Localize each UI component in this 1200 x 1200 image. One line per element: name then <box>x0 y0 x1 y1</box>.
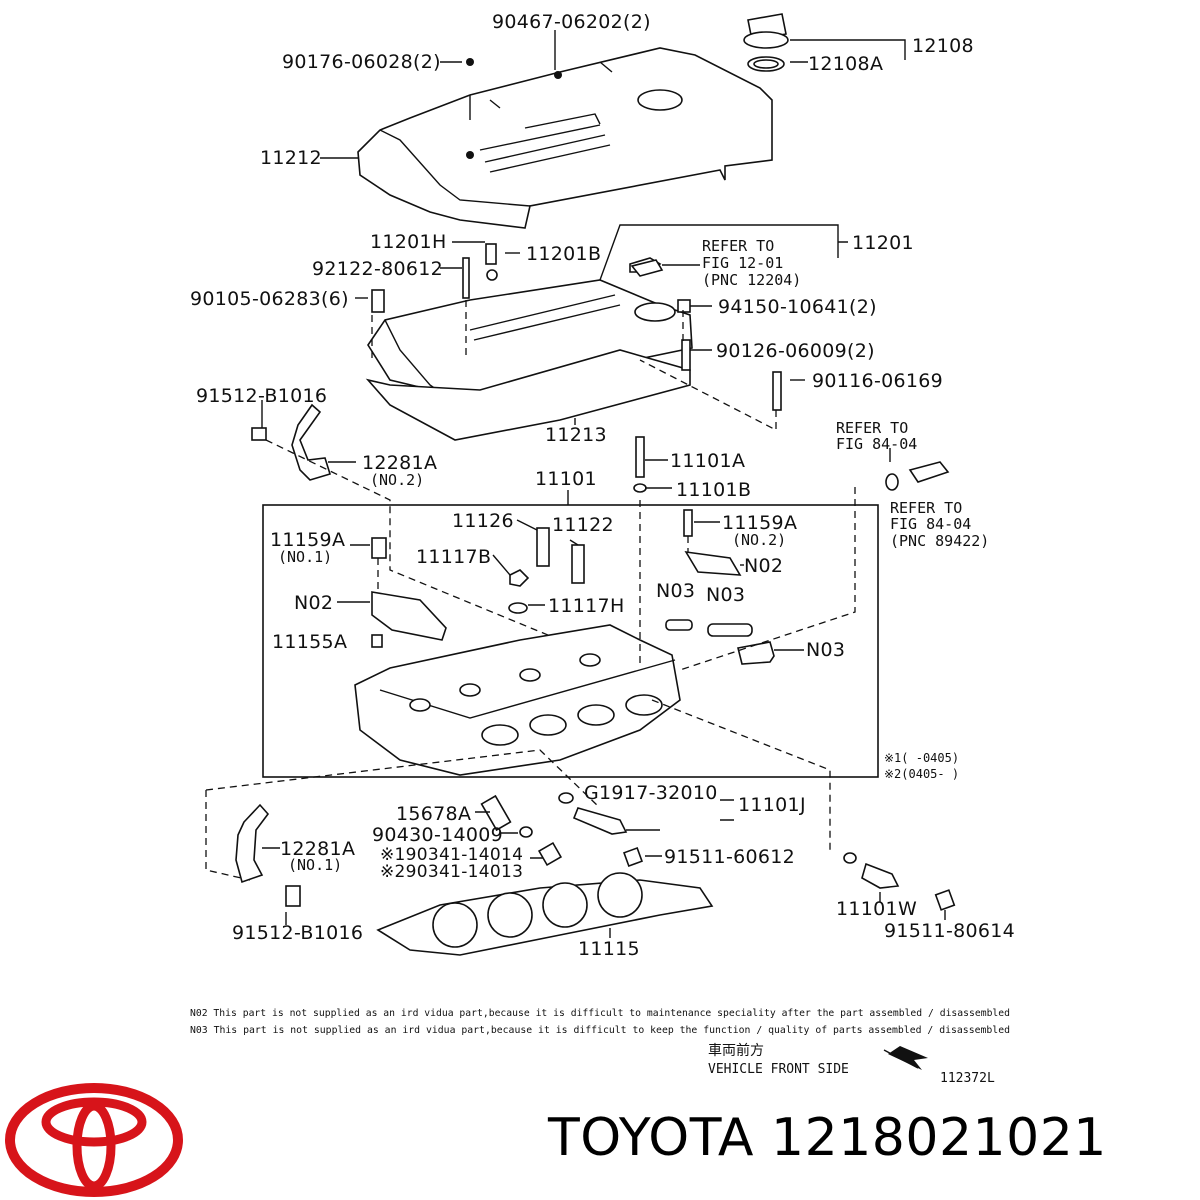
callout-11117B: 11117B <box>416 546 491 568</box>
callout-n03-b: N03 <box>706 584 745 606</box>
callout-12108A: 12108A <box>808 53 883 75</box>
callout-15678A: 15678A <box>396 803 471 825</box>
callout-11122: 11122 <box>552 514 614 536</box>
callout-11101: 11101 <box>535 468 597 490</box>
callout-n03-c: N03 <box>806 639 845 661</box>
callout-11212: 11212 <box>260 147 322 169</box>
callout-12281A-no1: 12281A <box>280 838 355 860</box>
brand-name: TOYOTA <box>548 1108 754 1168</box>
cylinder-head-cover <box>365 279 693 441</box>
callout-11201: 11201 <box>852 232 914 254</box>
callout-11101A: 11101A <box>670 450 745 472</box>
callout-11159A-no1-qual: (NO.1) <box>278 548 332 566</box>
toyota-logo <box>5 1083 183 1197</box>
refer-fig-84-04-a-line1: REFER TO <box>836 419 908 437</box>
callout-12281A-no2-qual: (NO.2) <box>370 471 424 489</box>
engine-hanger-no1 <box>235 803 301 907</box>
callout-90126-06009: 90126-06009(2) <box>716 340 875 362</box>
front-side-en: VEHICLE FRONT SIDE <box>708 1062 849 1077</box>
callout-91511-60612: 91511-60612 <box>664 846 795 868</box>
refer-fig-12-01-line1: REFER TO <box>702 237 774 255</box>
callout-91512-B1016-lower: 91512-B1016 <box>232 922 363 944</box>
cylinder-head-box <box>262 504 879 778</box>
callout-11159A-no2-qual: (NO.2) <box>732 531 786 549</box>
callout-n02-right: N02 <box>744 555 783 577</box>
brand-part-number: 1218021021 <box>771 1108 1107 1168</box>
callout-91511-80614: 91511-80614 <box>884 920 1015 942</box>
callout-90341-14013: ※290341-14013 <box>380 862 523 882</box>
callout-11201B: 11201B <box>526 243 601 265</box>
callout-11115: 11115 <box>578 938 640 960</box>
callout-12281A-no2: 12281A <box>362 452 437 474</box>
head-gasket <box>376 872 714 956</box>
callout-11155A: 11155A <box>272 631 347 653</box>
refer-fig-84-04-b-line1: REFER TO <box>890 499 962 517</box>
refer-fig-12-01-line2: FIG 12-01 <box>702 254 783 272</box>
callout-11126: 11126 <box>452 510 514 532</box>
callout-90116-06169: 90116-06169 <box>812 370 943 392</box>
callout-94150-10641: 94150-10641(2) <box>718 296 877 318</box>
callout-11159A-no1: 11159A <box>270 529 345 551</box>
callout-11101B: 11101B <box>676 479 751 501</box>
callout-92122-80612: 92122-80612 <box>312 258 443 280</box>
engine-cover <box>357 47 773 229</box>
note-n02: N02 This part is not supplied as an ird … <box>190 1008 1010 1019</box>
cylinder-head <box>354 624 681 776</box>
refer-fig-84-04-a-line2: FIG 84-04 <box>836 435 917 453</box>
callout-90430-14009: 90430-14009 <box>372 824 503 846</box>
note-n03: N03 This part is not supplied as an ird … <box>190 1025 1010 1036</box>
callout-90467-06202: 90467-06202(2) <box>492 11 651 33</box>
callout-90341-14014: ※190341-14014 <box>380 845 523 865</box>
date-code-1: ※1( -0405) <box>884 751 959 765</box>
front-side-jp: 車両前方 <box>708 1042 764 1059</box>
callout-91512-B1016-upper: 91512-B1016 <box>196 385 327 407</box>
callout-90105-06283: 90105-06283(6) <box>190 288 349 310</box>
date-code-2: ※2(0405- ) <box>884 767 959 781</box>
callout-11213: 11213 <box>545 424 607 446</box>
callout-n03-a: N03 <box>656 580 695 602</box>
engine-hanger-no2 <box>251 403 332 481</box>
callout-11117H: 11117H <box>548 595 625 617</box>
refer-fig-12-01-line3: (PNC 12204) <box>702 271 801 289</box>
callout-n02-left: N02 <box>294 592 333 614</box>
callout-12281A-no1-qual: (NO.1) <box>288 856 342 874</box>
callout-90176-06028: 90176-06028(2) <box>282 51 441 73</box>
callout-11101W: 11101W <box>836 898 917 920</box>
oil-filler-cap <box>743 13 789 72</box>
refer-fig-84-04-b-line3: (PNC 89422) <box>890 532 989 550</box>
callout-12108: 12108 <box>912 35 974 57</box>
refer-fig-84-04-b-line2: FIG 84-04 <box>890 515 971 533</box>
brand-title: TOYOTA 1218021021 <box>548 1108 1107 1168</box>
callout-11159A-no2: 11159A <box>722 512 797 534</box>
figure-code: 112372L <box>940 1071 995 1086</box>
callout-G1917-32010: G1917-32010 <box>584 782 718 804</box>
callout-11201H: 11201H <box>370 231 447 253</box>
callout-11101J: 11101J <box>738 794 806 816</box>
